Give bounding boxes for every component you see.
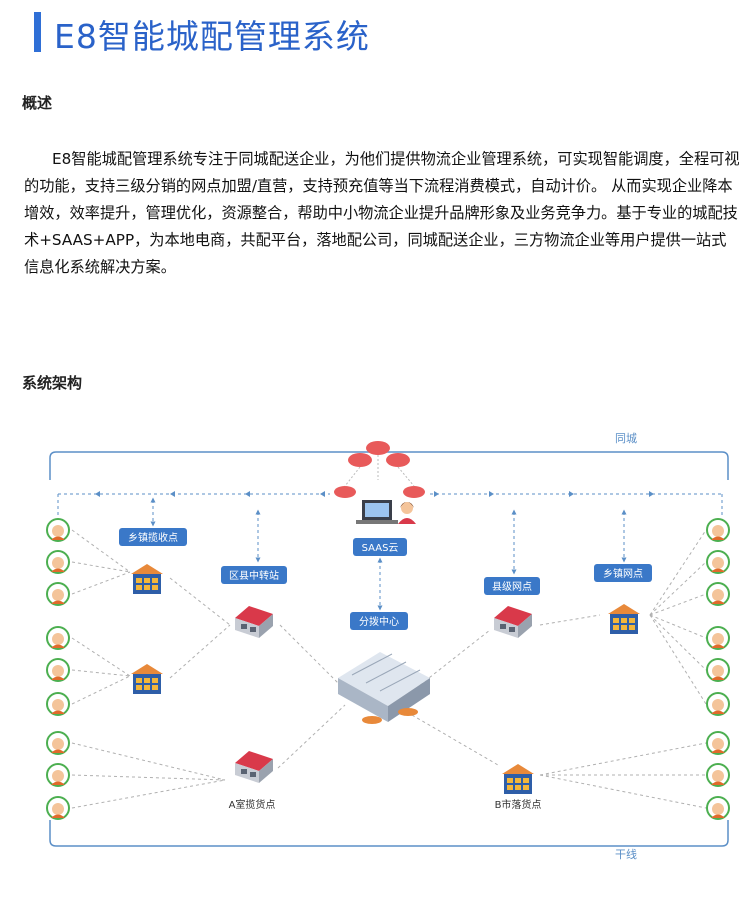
label-pickup-a: A室揽货点	[229, 798, 276, 811]
architecture-diagram: 同城 干线	[46, 432, 730, 861]
overview-paragraph: E8智能城配管理系统专注于同城配送企业，为他们提供物流企业管理系统，可实现智能调…	[24, 150, 740, 276]
customer-avatar-icon	[46, 550, 70, 574]
warehouse-icon	[502, 764, 534, 794]
customer-avatar-icon	[706, 550, 730, 574]
warehouse-icon	[131, 664, 163, 694]
label-county-branch: 县级网点	[484, 577, 540, 595]
customer-avatar-icon	[46, 692, 70, 716]
warehouse-icon	[608, 604, 640, 634]
region-label-bottom: 干线	[615, 847, 637, 861]
sort-center-icon	[338, 652, 430, 724]
info-bus-left	[57, 491, 330, 518]
label-town-branch: 乡镇网点	[594, 564, 652, 582]
overview-heading: 概述	[22, 94, 53, 112]
laptop-icon	[356, 500, 398, 524]
customer-avatar-icon	[706, 518, 730, 542]
label-sort-center-text: 分拨中心	[359, 615, 399, 628]
vertical-links	[150, 497, 627, 611]
customer-avatar-icon	[706, 731, 730, 755]
label-county-branch-text: 县级网点	[492, 581, 532, 593]
customer-avatar-icon	[706, 582, 730, 606]
label-county-transfer: 区县中转站	[221, 566, 287, 584]
operator-icon	[398, 502, 416, 524]
transfer-station-icon	[235, 606, 273, 638]
title-accent-bar	[34, 12, 41, 52]
region-bracket-top	[49, 451, 729, 480]
customer-avatar-icon	[706, 763, 730, 787]
label-town-pickup-text: 乡镇揽收点	[128, 531, 178, 544]
customer-avatar-icon	[46, 582, 70, 606]
flow-lines	[71, 529, 707, 809]
label-county-transfer-text: 区县中转站	[229, 569, 279, 582]
page-title: E8智能城配管理系统	[54, 17, 370, 56]
customer-avatar-icon	[706, 692, 730, 716]
label-sort-center: 分拨中心	[350, 612, 408, 630]
pickup-station-icon	[235, 751, 273, 783]
customer-avatar-icon	[46, 796, 70, 820]
customer-avatar-icon	[706, 658, 730, 682]
customer-avatar-icon	[706, 626, 730, 650]
warehouse-icon	[131, 564, 163, 594]
cloud-icon	[334, 441, 425, 498]
customer-avatar-icon	[46, 731, 70, 755]
label-saas: SAAS云	[353, 538, 407, 556]
label-town-pickup: 乡镇揽收点	[119, 528, 187, 546]
architecture-heading: 系统架构	[22, 374, 83, 392]
customer-avatar-icon	[46, 626, 70, 650]
info-bus-right	[430, 491, 723, 518]
region-bracket-bottom	[49, 820, 729, 847]
customer-avatar-icon	[46, 658, 70, 682]
label-saas-text: SAAS云	[362, 543, 399, 554]
label-town-branch-text: 乡镇网点	[603, 567, 643, 580]
customer-avatar-icon	[706, 796, 730, 820]
region-label-top: 同城	[615, 432, 637, 445]
customer-avatar-icon	[46, 763, 70, 787]
customer-avatar-icon	[46, 518, 70, 542]
label-delivery-b: B市落货点	[495, 798, 542, 811]
county-station-icon	[494, 606, 532, 638]
